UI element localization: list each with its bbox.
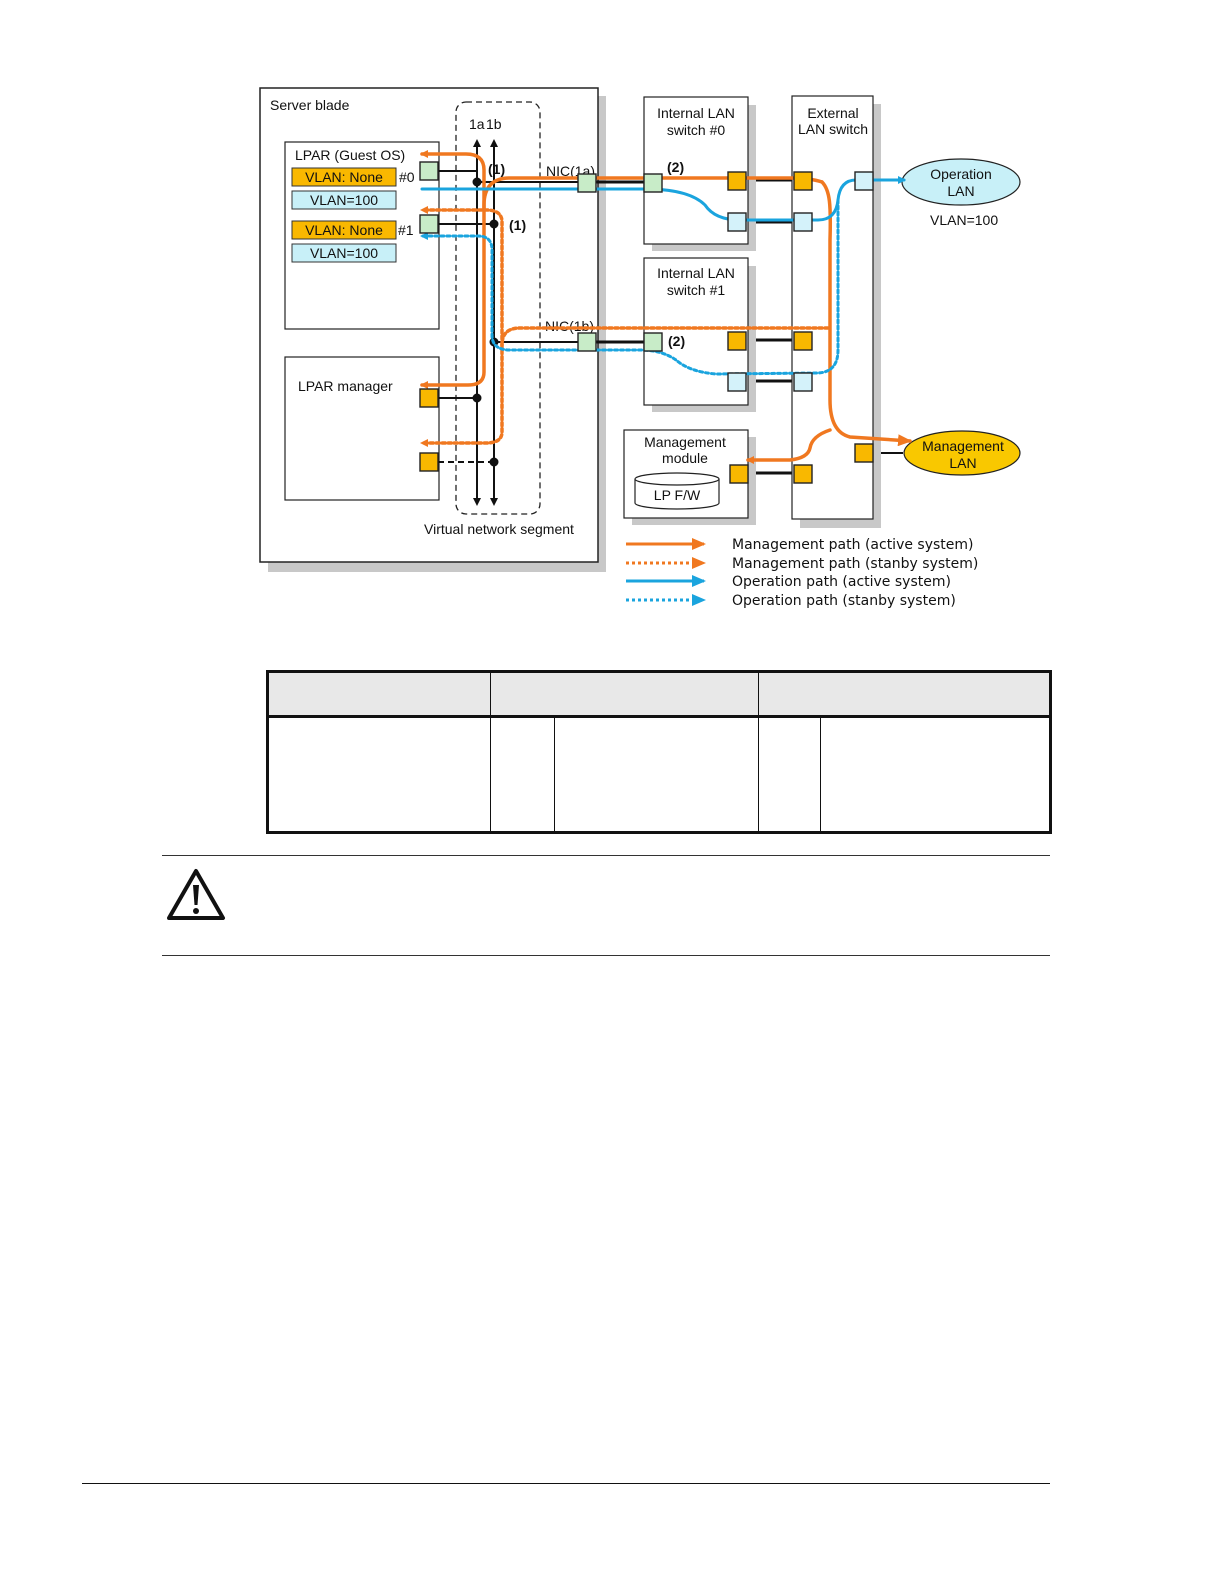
nic-1b-port [577, 332, 597, 352]
internal-switch-0-line1: Internal LAN [657, 105, 735, 121]
legend-label-1: Management path (stanby system) [732, 556, 978, 572]
footer-rule [82, 1483, 1050, 1484]
vlan-none-0-label: VLAN: None [305, 169, 383, 185]
module-port [729, 464, 749, 484]
mark-2-b: (2) [668, 333, 685, 349]
ext-port-mglan [854, 443, 874, 463]
lpar-manager: LPAR manager [284, 356, 440, 501]
ext-port-b [793, 212, 813, 232]
manager-port-0 [419, 388, 439, 408]
external-switch-line1: External [807, 105, 858, 121]
switch1-out-port-b [727, 372, 747, 392]
legend-label-3: Operation path (stanby system) [732, 593, 956, 609]
nic-1b-label: NIC(1b) [545, 318, 594, 334]
ext-port-oplan [854, 171, 874, 191]
table-cell [758, 716, 821, 833]
switch0-out-port-a [727, 171, 747, 191]
lpar-guest-label: LPAR (Guest OS) [295, 147, 405, 163]
management-lan: Management LAN [903, 430, 1021, 476]
caution-bottom-rule [162, 955, 1050, 956]
vlan-none-0-box [291, 167, 397, 187]
internal-switch-1-line2: switch #1 [667, 282, 726, 298]
port-1-label: #1 [398, 222, 414, 238]
management-active-path-module [746, 428, 832, 464]
switch0-in-port [643, 173, 663, 193]
seg-1a-label: 1a [469, 116, 485, 132]
external-switch-line2: LAN switch [798, 121, 868, 137]
port-0-label: #0 [399, 169, 415, 185]
ext-port-c [793, 331, 813, 351]
server-blade-label: Server blade [270, 97, 350, 113]
operation-standby-path [420, 198, 840, 376]
internal-switch-1-line1: Internal LAN [657, 265, 735, 281]
management-lan-line1: Management [922, 438, 1004, 454]
legend: Management path (active system) Manageme… [626, 537, 978, 609]
seg-1b-label: 1b [486, 116, 502, 132]
mark-2-a: (2) [667, 159, 684, 175]
ext-port-e [793, 464, 813, 484]
switch1-in-port [643, 332, 663, 352]
virtual-network-segment: 1a 1b Virtual network segment [424, 101, 574, 537]
nic-1a-port [577, 173, 597, 193]
lpar-guest-os: LPAR (Guest OS) VLAN: None VLAN=100 #0 V… [284, 141, 440, 330]
operation-lan: Operation LAN VLAN=100 [901, 158, 1021, 228]
legend-label-2: Operation path (active system) [732, 574, 951, 590]
table-cell [820, 716, 1051, 833]
table-cell [490, 716, 555, 833]
switch1-out-port-a [727, 331, 747, 351]
table-header-cell-1 [267, 671, 491, 718]
vlan-100-1-box [291, 243, 397, 263]
management-module-line1: Management [644, 434, 726, 450]
management-active-path [820, 180, 912, 447]
table-header-cell-2 [490, 671, 759, 718]
warning-triangle-icon [167, 869, 225, 920]
lp-fw-label: LP F/W [654, 487, 701, 503]
caution-top-rule [162, 855, 1050, 856]
table-header-cell-3 [758, 671, 1051, 718]
vlan-none-1-box [291, 220, 397, 240]
vlan-100-0-label: VLAN=100 [310, 192, 378, 208]
ext-port-a [793, 171, 813, 191]
ports [419, 161, 874, 484]
vlan-none-1-label: VLAN: None [305, 222, 383, 238]
guest-port-0 [419, 161, 439, 181]
external-lan-switch: External LAN switch [791, 95, 881, 528]
management-lan-line2: LAN [949, 455, 976, 471]
lpar-manager-label: LPAR manager [298, 378, 393, 394]
mark-1-a: (1) [488, 161, 505, 177]
table-header-row [267, 671, 1051, 718]
table-cell [554, 716, 759, 833]
table-cell [267, 716, 491, 833]
management-standby-path-guest [420, 206, 504, 347]
management-active-path-guest [420, 150, 486, 212]
operation-lan-line1: Operation [930, 166, 991, 182]
settings-table [266, 670, 1052, 834]
operation-vlan-label: VLAN=100 [930, 212, 998, 228]
guest-port-1 [419, 214, 439, 234]
table-row [267, 716, 1051, 833]
mark-1-b: (1) [509, 217, 526, 233]
switch0-out-port-b [727, 212, 747, 232]
vlan-100-1-label: VLAN=100 [310, 245, 378, 261]
network-diagram: Server blade LPAR (Guest OS) VLAN: None … [259, 87, 1021, 609]
manager-port-1 [419, 452, 439, 472]
lp-fw-cylinder-icon [634, 472, 720, 510]
management-module-line2: module [662, 450, 708, 466]
ext-port-d [793, 372, 813, 392]
virtual-segment-label: Virtual network segment [424, 521, 574, 537]
operation-lan-line2: LAN [947, 183, 974, 199]
vlan-100-0-box [291, 190, 397, 210]
legend-label-0: Management path (active system) [732, 537, 974, 553]
operation-active-path [420, 176, 906, 222]
management-standby-path [420, 326, 830, 447]
internal-switch-0-line2: switch #0 [667, 122, 726, 138]
